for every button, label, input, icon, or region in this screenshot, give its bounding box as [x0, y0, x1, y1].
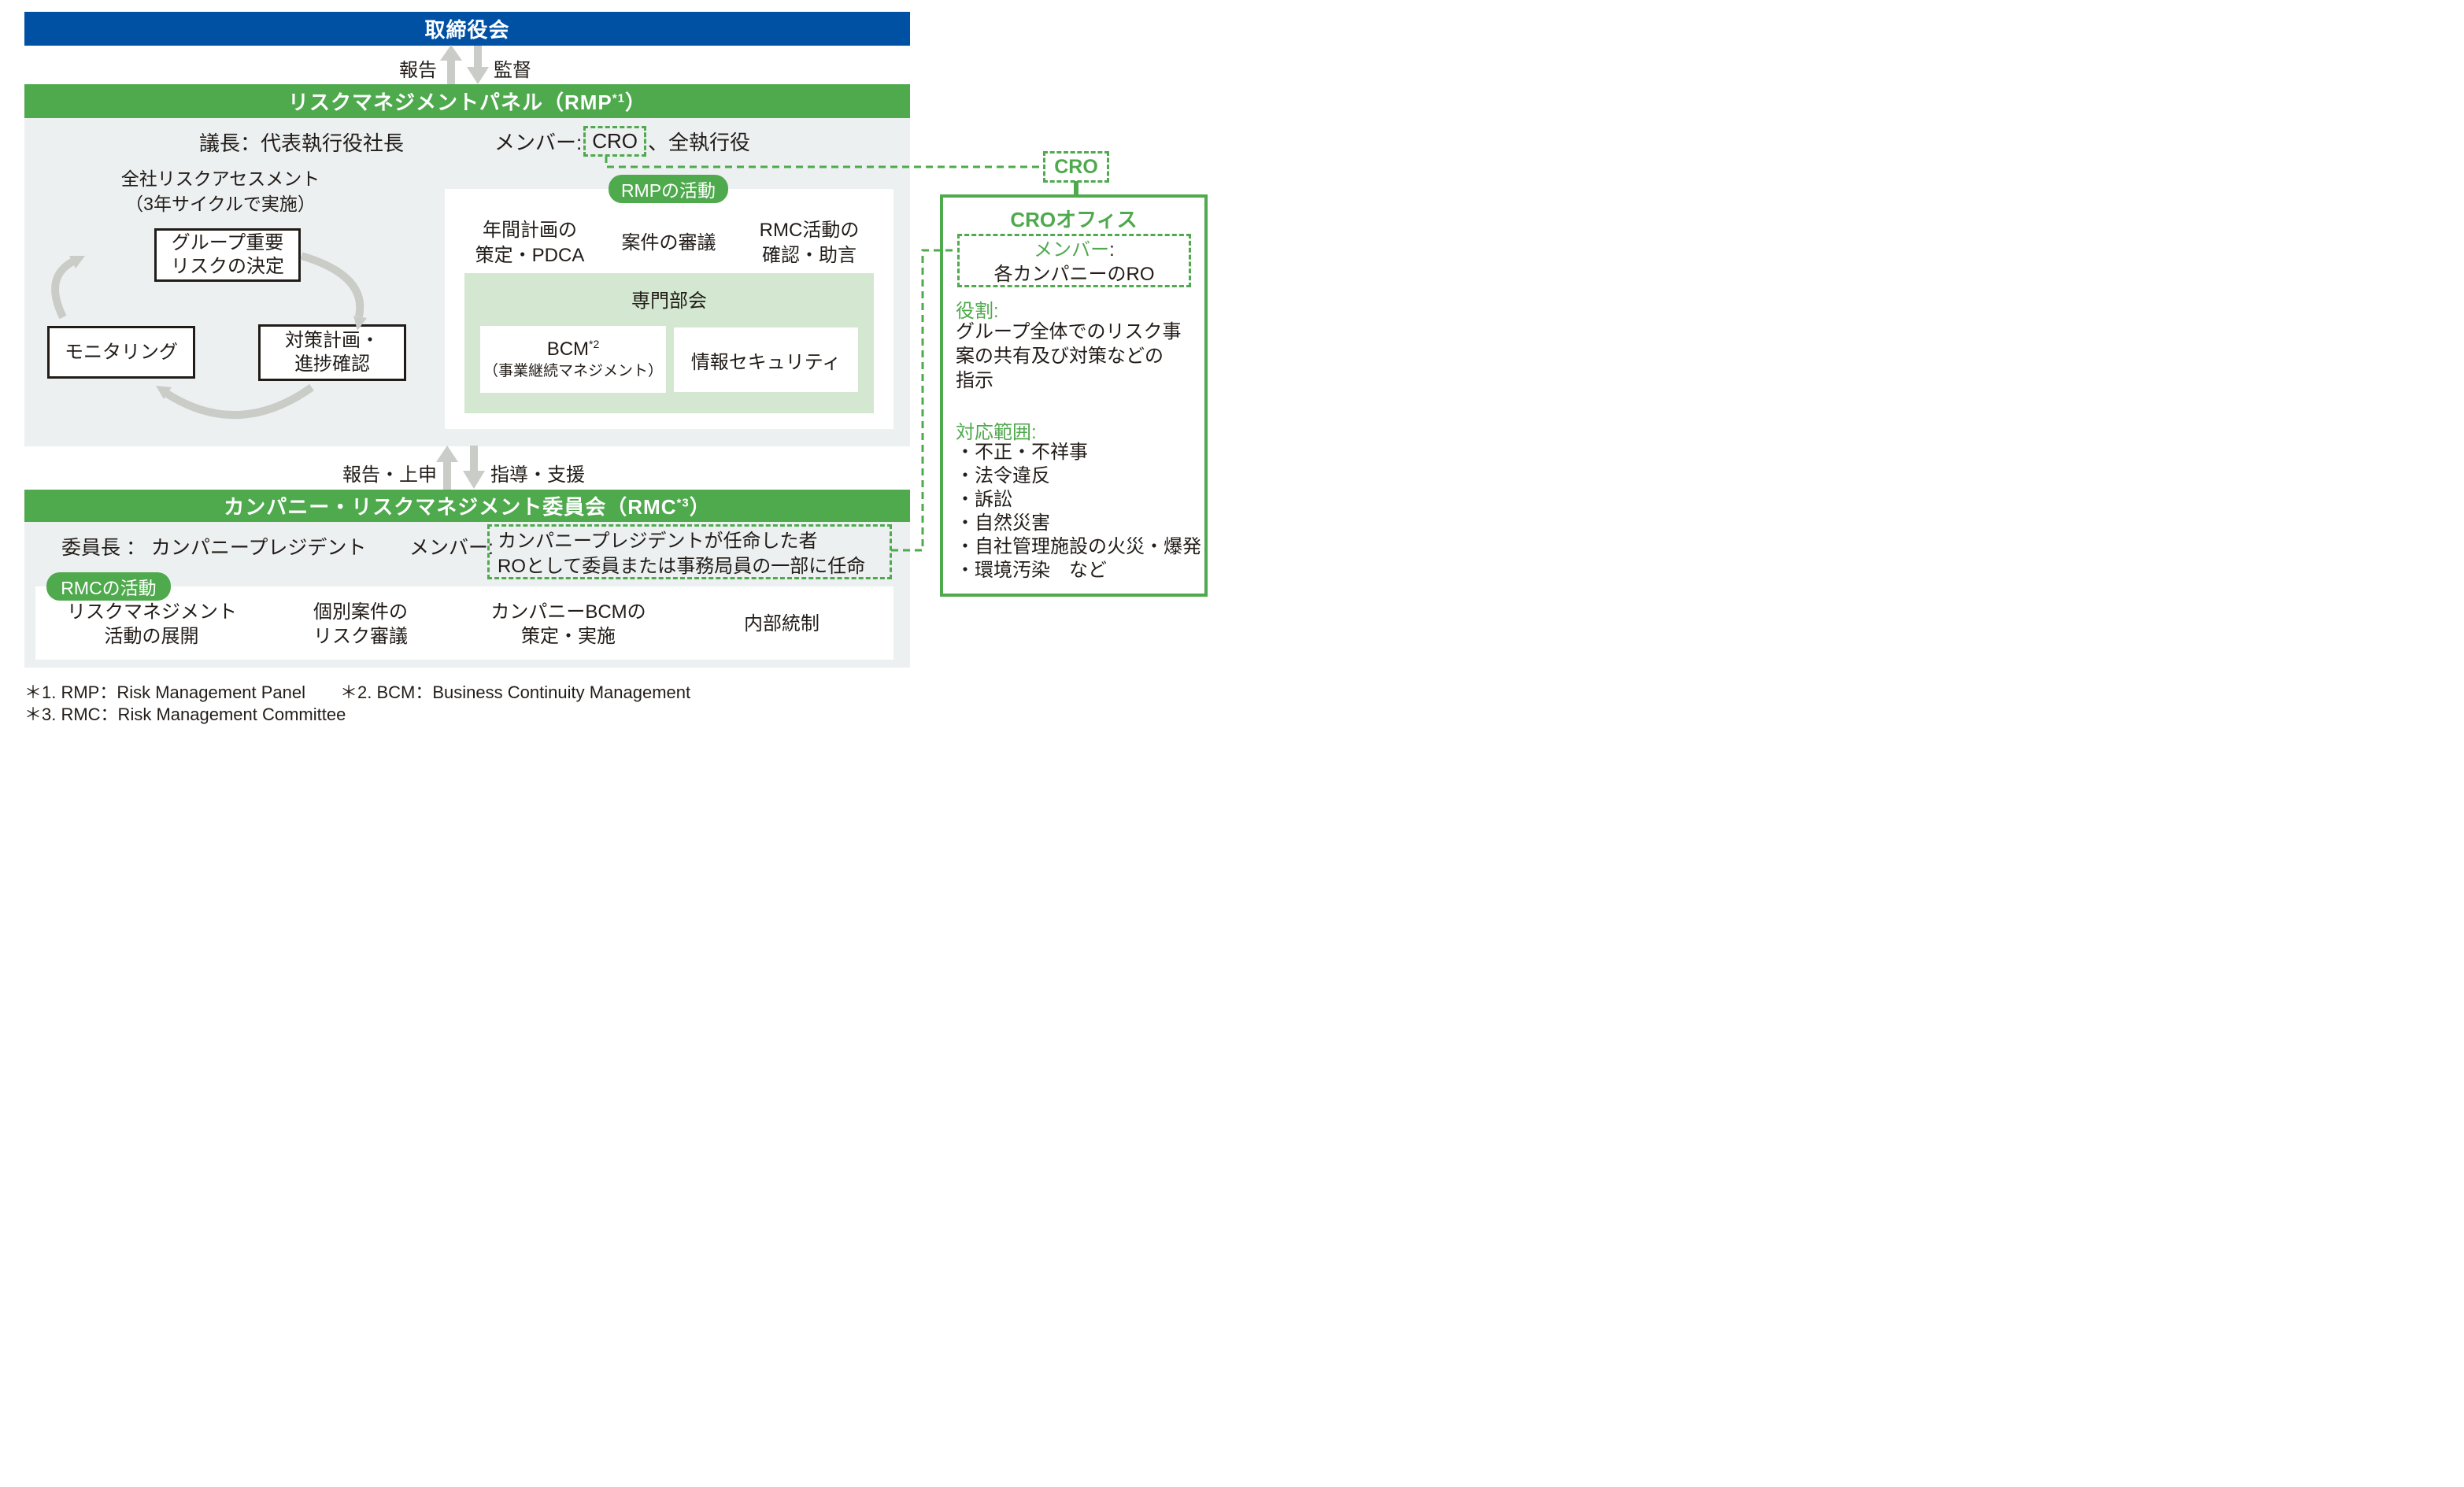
bcm-box: BCM*2 （事業継続マネジメント）	[480, 326, 666, 393]
cycle-box-group-risk-decision: グループ重要 リスクの決定	[154, 228, 301, 282]
rmc-activities-panel	[35, 586, 893, 660]
cycle-box-countermeasure-plan: 対策計画・ 進捗確認	[258, 324, 406, 381]
report-up-arrow	[440, 45, 462, 84]
rmc-title: カンパニー・リスクマネジメント委員会（RMC*3）	[224, 495, 711, 519]
rmp-title: リスクマネジメントパネル（RMP*1）	[288, 91, 646, 114]
footnote-line2: ＊3. RMC：Risk Management Committee	[24, 705, 346, 724]
rmc-member-box: カンパニープレジデントが任命した者 ROとして委員または事務局員の一部に任命	[487, 524, 892, 579]
rmc-activity-risk-management: リスクマネジメント 活動の展開	[67, 601, 237, 647]
rmc-activity-individual-case: 個別案件の リスク審議	[313, 601, 408, 647]
report-escalation-up-arrow	[436, 446, 458, 490]
cro-office-box: CROオフィス メンバー: 各カンパニーのRO 役割: グループ全体でのリスク事…	[940, 194, 1208, 597]
scope-item: ・不正・不祥事	[956, 442, 1088, 463]
rmc-activity-company-bcm: カンパニーBCMの 策定・実施	[490, 601, 646, 647]
scope-item: ・法令違反	[956, 465, 1050, 486]
rmp-member-prefix: メンバー:	[494, 131, 583, 154]
scope-item: ・環境汚染 など	[956, 560, 1107, 581]
report-escalation-label: 報告・上申	[342, 464, 437, 486]
scope-item: ・訴訟	[956, 489, 1012, 510]
guidance-support-label: 指導・支援	[490, 464, 585, 486]
footnote-line1: ＊1. RMP：Risk Management Panel ＊2. BCM：Bu…	[24, 682, 691, 702]
cycle-box-monitoring: モニタリング	[47, 326, 195, 379]
rmp-member-suffix: 、全執行役	[648, 131, 751, 154]
rmp-activities-badge: RMPの活動	[609, 175, 728, 203]
role-label: 役割:	[956, 301, 999, 322]
rmc-member-prefix: メンバー:	[409, 537, 494, 559]
expert-subcommittee-title: 専門部会	[631, 290, 707, 312]
role-text: グループ全体でのリスク事 案の共有及び対策などの 指示	[956, 321, 1182, 391]
rmp-activity-case-deliberation: 案件の審議	[621, 232, 716, 253]
rmp-title-bar: リスクマネジメントパネル（RMP*1）	[24, 84, 910, 118]
scope-item: ・自社管理施設の火災・爆発	[956, 536, 1201, 557]
rmp-chair-text: 議長：代表執行役社長	[199, 131, 405, 155]
supervise-down-label: 監督	[494, 60, 531, 81]
rmp-member-cro: CRO	[592, 129, 638, 153]
rmc-chair-text: 委員長 ： カンパニープレジデント	[61, 537, 367, 559]
rmp-member-row: メンバー: CRO 、全執行役	[494, 126, 750, 157]
scope-list: ・不正・不祥事 ・法令違反 ・訴訟 ・自然災害 ・自社管理施設の火災・爆発 ・環…	[956, 441, 1201, 583]
rmc-activities-badge: RMCの活動	[46, 572, 171, 601]
cro-office-title: CROオフィス	[1010, 208, 1138, 231]
rmp-member-cro-box: CRO	[583, 126, 647, 157]
guidance-support-down-arrow	[463, 446, 485, 489]
rmp-activity-rmc-confirmation: RMC活動の 確認・助言	[759, 220, 860, 266]
cro-office-member-box: メンバー: 各カンパニーのRO	[957, 234, 1191, 287]
cro-box: CRO	[1043, 151, 1109, 183]
board-title: 取締役会	[424, 18, 510, 42]
report-up-label: 報告	[399, 60, 437, 81]
rmc-title-bar: カンパニー・リスクマネジメント委員会（RMC*3）	[24, 490, 910, 522]
company-wide-risk-assessment-label: 全社リスクアセスメント （3年サイクルで実施）	[120, 168, 320, 214]
scope-label: 対応範囲:	[956, 422, 1037, 443]
scope-item: ・自然災害	[956, 512, 1050, 534]
information-security-box: 情報セキュリティ	[674, 327, 858, 392]
rmp-activity-annual-plan: 年間計画の 策定・PDCA	[475, 220, 585, 266]
board-of-directors-bar: 取締役会	[24, 12, 910, 46]
supervise-down-arrow	[467, 46, 489, 84]
rmc-activity-internal-control: 内部統制	[744, 613, 819, 634]
